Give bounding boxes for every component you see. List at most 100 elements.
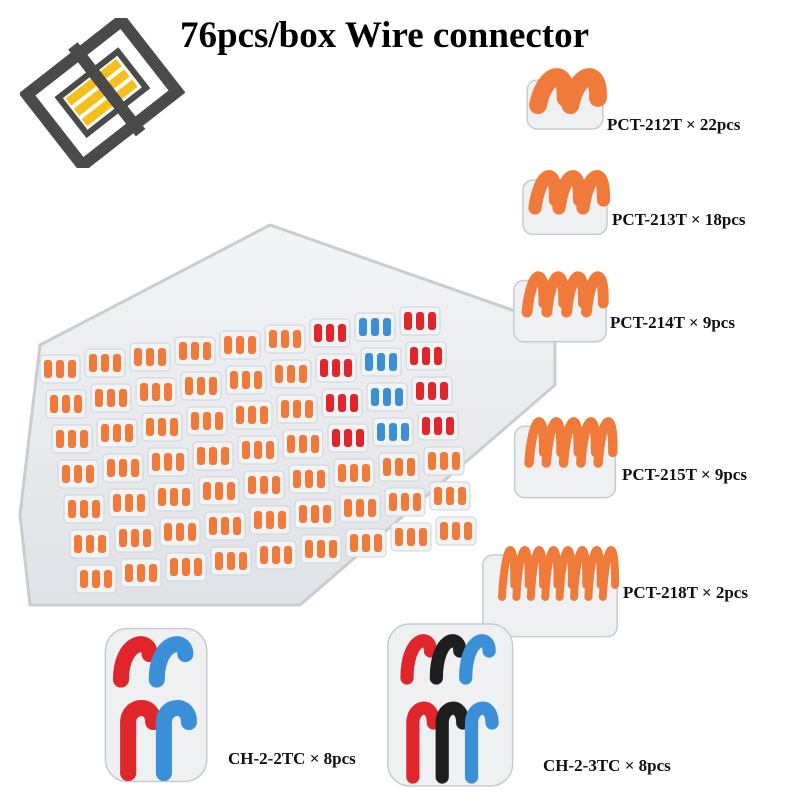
boxed-connector [366, 382, 408, 412]
lever-bottom [406, 701, 440, 784]
boxed-connector [108, 488, 150, 518]
boxed-connector [276, 394, 318, 424]
boxed-connector [270, 359, 312, 389]
lever [541, 417, 566, 468]
connector-pct213 [522, 170, 611, 236]
lever-bottom [464, 701, 499, 784]
lever [552, 170, 587, 215]
connector-storage-box [18, 223, 557, 607]
lever [526, 546, 548, 601]
lever [512, 546, 533, 601]
lever [576, 417, 601, 468]
boxed-connector [237, 435, 279, 465]
lever-bottom [155, 699, 197, 782]
boxed-connector [309, 318, 351, 348]
lever [570, 546, 591, 601]
label-pct218: PCT-218T × 2pcs [623, 583, 748, 602]
lever-top [459, 634, 496, 685]
connector-pct214 [513, 271, 609, 343]
boxed-connector [63, 494, 105, 524]
boxed-connector [165, 552, 207, 582]
boxed-connector [339, 493, 381, 523]
boxed-connector [114, 523, 156, 553]
lever [598, 546, 620, 601]
boxed-connector [51, 424, 93, 454]
boxed-connector [264, 324, 306, 354]
boxed-connector [159, 517, 201, 547]
boxed-connector [288, 464, 330, 494]
boxed-connector [192, 441, 234, 471]
boxed-connector [384, 487, 426, 517]
lever [528, 170, 563, 215]
lever [524, 417, 549, 468]
lever-top [112, 636, 158, 688]
connector-pct212 [526, 68, 607, 130]
boxed-connector [255, 540, 297, 570]
boxed-connector [135, 377, 177, 407]
boxed-connector [69, 529, 111, 559]
boxed-connector [435, 516, 477, 546]
lever [541, 546, 562, 601]
boxed-connector [225, 365, 267, 395]
boxed-connector [333, 458, 375, 488]
boxed-connector [102, 453, 144, 483]
lever [521, 271, 550, 318]
boxed-connector [96, 418, 138, 448]
boxed-connector [243, 470, 285, 500]
boxed-connector [84, 348, 126, 378]
boxed-connector [198, 476, 240, 506]
lever [555, 546, 576, 601]
boxed-connector [294, 499, 336, 529]
connector-pct215 [513, 417, 618, 499]
lever [593, 417, 618, 468]
lever-top [429, 634, 467, 685]
lever-top [148, 636, 194, 688]
lever [584, 546, 605, 601]
lever [529, 68, 575, 115]
label-pct215: PCT-215T × 9pcs [622, 465, 747, 484]
boxed-connector [141, 412, 183, 442]
label-pct213: PCT-213T × 18pcs [612, 210, 746, 229]
boxed-connector [321, 388, 363, 418]
boxed-connector [90, 383, 132, 413]
boxed-connector [249, 505, 291, 535]
boxed-connector [282, 429, 324, 459]
boxed-connector [57, 459, 99, 489]
brand-logo-icon [20, 18, 185, 168]
boxed-connector [153, 482, 195, 512]
boxed-connector [327, 423, 369, 453]
lever [558, 417, 584, 468]
boxed-connector [360, 347, 402, 377]
lever [580, 271, 609, 318]
boxed-connector [39, 354, 81, 384]
lever [498, 546, 519, 601]
boxed-connector [390, 522, 432, 552]
boxed-connector [378, 452, 420, 482]
lever [561, 271, 589, 318]
boxed-connector [417, 411, 459, 441]
boxed-connector [354, 312, 396, 342]
boxed-connector [423, 446, 465, 476]
connector-ch23 [387, 623, 514, 787]
connector-pct218 [482, 546, 620, 638]
boxed-connector [147, 447, 189, 477]
label-ch23: CH-2-3TC × 8pcs [543, 756, 671, 775]
boxed-connector [45, 389, 87, 419]
boxed-connector [315, 353, 357, 383]
boxed-connector [180, 371, 222, 401]
lever-bottom [435, 701, 470, 784]
boxed-connector [399, 306, 441, 336]
boxed-connector [345, 528, 387, 558]
label-pct212: PCT-212T × 22pcs [607, 115, 741, 134]
boxed-connector [411, 376, 453, 406]
boxed-connector [405, 341, 447, 371]
boxed-connector [204, 511, 246, 541]
boxed-connector [75, 564, 117, 594]
boxed-connector [120, 558, 162, 588]
label-pct214: PCT-214T × 9pcs [610, 313, 735, 332]
boxed-connector [174, 336, 216, 366]
lever [561, 68, 607, 115]
lever-bottom [120, 699, 162, 782]
boxed-connector [372, 417, 414, 447]
boxed-connector [129, 342, 171, 372]
